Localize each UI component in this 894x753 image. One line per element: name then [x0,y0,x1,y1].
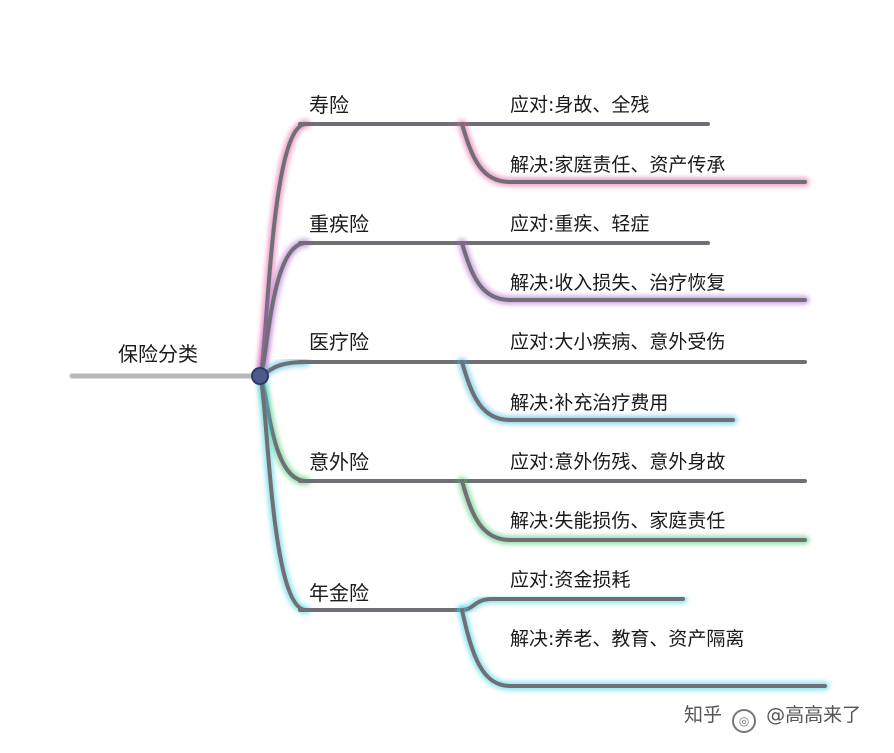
branch-solve-yiwai [460,479,807,542]
watermark-author: @高高来了 [766,704,862,726]
branch-solve-yiliao [460,360,735,422]
branch-cope-nianjin [460,597,685,612]
leaf-cope-zhongji: 应对:重疾、轻症 [510,213,650,235]
leaf-cope-yiwai: 应对:意外伤残、意外身故 [510,451,726,473]
category-label-nianjin: 年金险 [309,581,369,605]
root-node-dot [251,367,269,385]
watermark-badge-icon: ◎ [732,709,757,733]
watermark-site: 知乎 [684,704,723,726]
leaf-solve-nianjin: 解决:养老、教育、资产隔离 [510,628,745,650]
leaf-cope-nianjin: 应对:资金损耗 [510,569,631,591]
leaf-solve-zhongji: 解决:收入损失、治疗恢复 [510,272,726,294]
branch-root-to-zhongji [258,241,308,378]
edge-layer [69,119,830,691]
category-label-zhongji: 重疾险 [309,212,369,236]
category-label-yiliao: 医疗险 [309,330,369,354]
root-label: 保险分类 [118,342,198,366]
watermark: 知乎 ◎ @高高来了 [684,700,861,733]
leaf-solve-yiwai: 解决:失能损伤、家庭责任 [510,510,726,532]
leaf-solve-shou: 解决:家庭责任、资产传承 [510,154,726,176]
category-label-yiwai: 意外险 [309,450,369,474]
branch-solve-zhongji [460,241,807,302]
leaf-cope-yiliao: 应对:大小疾病、意外受伤 [510,331,726,353]
leaf-cope-shou: 应对:身故、全残 [510,94,650,116]
category-label-shou: 寿险 [309,93,349,117]
branch-root-to-nianjin [258,374,308,612]
leaf-solve-yiliao: 解决:补充治疗费用 [510,392,669,414]
branch-solve-shou [460,122,807,184]
branch-solve-nianjin [460,608,827,688]
